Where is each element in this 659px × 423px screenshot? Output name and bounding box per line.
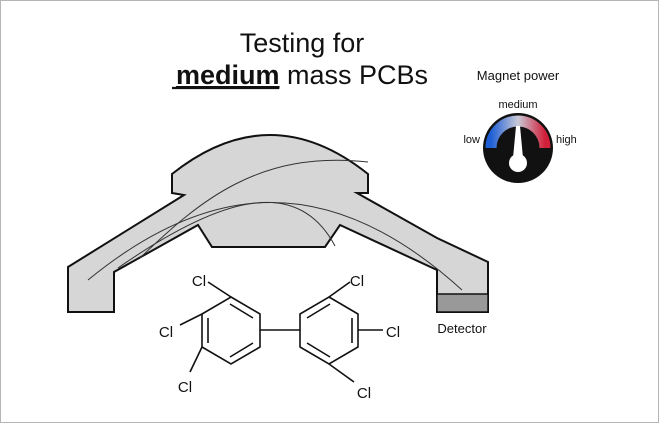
- chlorine-label: Cl: [386, 324, 400, 341]
- left-ring-double-bond: [229, 342, 254, 358]
- ion-path-medium: [117, 201, 336, 269]
- chlorine-label: Cl: [192, 273, 206, 290]
- detector-label: Detector: [437, 321, 487, 336]
- chlorine-label: Cl: [159, 324, 173, 341]
- c-cl-bond: [189, 346, 203, 373]
- gauge-hub: [509, 154, 527, 172]
- chlorine-label: Cl: [178, 379, 192, 396]
- chlorine-label: Cl: [350, 273, 364, 290]
- left-benzene-ring: [201, 296, 261, 365]
- title-line-2: medium mass PCBs: [176, 60, 428, 90]
- gauge-label-medium: medium: [498, 99, 537, 111]
- title-emphasis: medium: [176, 60, 280, 90]
- right-ring-double-bond: [306, 303, 331, 319]
- left-ring-double-bond: [229, 303, 254, 319]
- right-benzene-ring: [299, 296, 359, 365]
- gauge-scale-arc: [485, 115, 551, 149]
- spectrometer-body: [67, 134, 489, 313]
- title-line-2-rest: mass PCBs: [280, 60, 429, 90]
- gauge-needle: [513, 126, 523, 158]
- pcb-molecule: [179, 281, 383, 383]
- gauge-label-low: low: [463, 134, 480, 146]
- right-ring-double-bond: [306, 342, 331, 358]
- chlorine-label: Cl: [357, 385, 371, 402]
- c-cl-bond: [328, 281, 351, 298]
- c-cl-bond: [207, 281, 232, 298]
- c-cl-bond: [179, 313, 203, 326]
- detector-block: [436, 293, 489, 313]
- c-cl-bond: [328, 363, 355, 383]
- ion-path-light: [139, 159, 369, 259]
- gauge-label-high: high: [556, 134, 577, 146]
- gauge-title: Magnet power: [477, 68, 560, 83]
- title-line-1: Testing for: [240, 28, 365, 58]
